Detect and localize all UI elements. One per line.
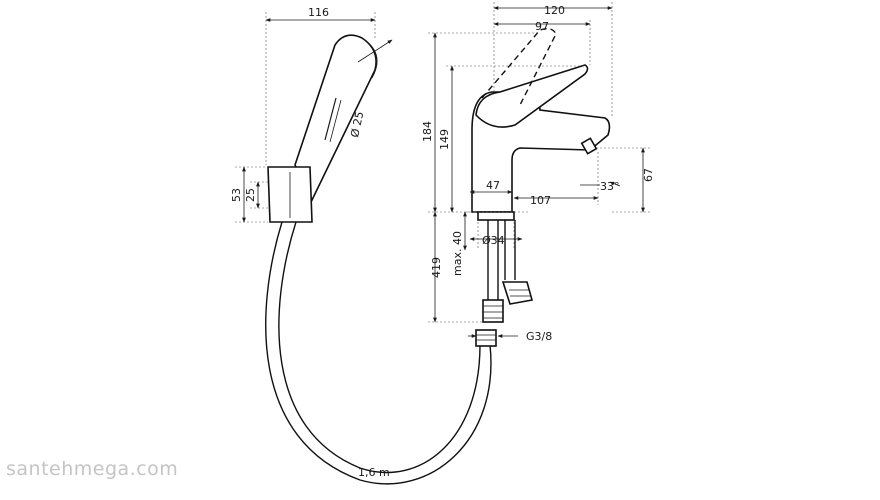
dim-33-degree: 33° — [600, 180, 620, 193]
watermark: santehmega.com — [6, 458, 179, 480]
dim-107: 107 — [530, 194, 551, 207]
hand-shower — [294, 34, 378, 202]
dim-53: 53 — [230, 188, 243, 202]
dim-hose-length: 1,6 m — [358, 466, 390, 479]
dim-149: 149 — [438, 129, 451, 150]
dim-116: 116 — [308, 6, 329, 19]
dim-diameter-34: Ø34 — [482, 234, 505, 247]
mixer-tap — [471, 27, 611, 221]
dim-120: 120 — [544, 4, 565, 17]
dim-97: 97 — [535, 20, 549, 33]
dim-25: 25 — [244, 188, 257, 202]
shower-holder — [267, 166, 313, 223]
dim-419: 419 — [430, 257, 443, 278]
shower-hose — [265, 221, 492, 485]
dim-67: 67 — [642, 168, 655, 182]
dim-g3-8: G3/8 — [526, 330, 552, 343]
supply-lines — [475, 220, 534, 347]
dim-184: 184 — [421, 121, 434, 142]
dim-max-40: max. 40 — [451, 231, 464, 276]
dim-diameter-25: Ø 25 — [348, 110, 366, 138]
dim-47: 47 — [486, 179, 500, 192]
